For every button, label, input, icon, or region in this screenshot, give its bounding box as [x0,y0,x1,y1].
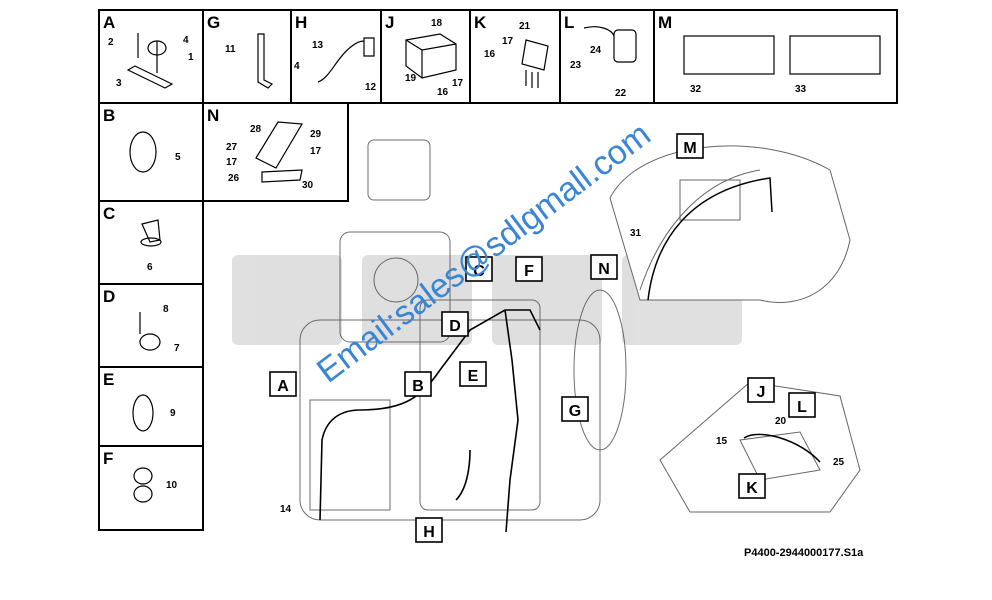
detail-letter-F: F [103,449,113,468]
callout-L: L [797,399,807,416]
callout-F: F [524,263,534,280]
detail-letter-N: N [207,106,219,125]
callout-M: M [683,140,696,157]
callout-boxes: A B C D E F G H M N J L K [269,133,816,543]
detail-number: 28 [250,124,262,135]
callout-F-box [515,256,543,282]
detail-letter-K: K [474,13,487,32]
detail-number: 4 [183,35,189,46]
callout-G-box [561,396,589,422]
detail-letter-L: L [564,13,574,32]
detail-number: 3 [116,78,122,89]
detail-letter-E: E [103,370,114,389]
callout-H-box [415,517,443,543]
detail-number: 26 [228,173,240,184]
detail-number: 6 [147,262,153,273]
callout-E-box [459,361,487,387]
callout-C-box [465,256,493,282]
callout-M-box [676,133,704,159]
bottom-number: 15 [716,436,728,447]
detail-number: 7 [174,343,180,354]
detail-number: 1 [188,52,194,63]
callout-B-box [404,371,432,397]
callout-H: H [423,524,435,541]
callout-B: B [412,378,424,395]
detail-letter-D: D [103,287,115,306]
detail-letter-G: G [207,13,220,32]
bottom-number: 25 [833,457,845,468]
wire-harness [319,309,541,533]
detail-number: 27 [226,142,238,153]
detail-number: 5 [175,152,181,163]
detail-number: 10 [166,480,178,491]
detail-number: 18 [431,18,443,29]
detail-number: 13 [312,40,324,51]
callout-D-box [441,311,469,337]
callout-J-box [747,377,775,403]
detail-letter-C: C [103,204,115,223]
detail-grid [98,9,898,531]
part-number: P4400-2944000177.S1a [744,547,864,559]
detail-number: 4 [294,61,300,72]
detail-box-letters: A G H J K L M B N C D E F [103,13,672,468]
callout-K: K [746,480,758,497]
detail-number: 29 [310,129,322,140]
detail-number: 11 [225,44,236,55]
callout-J: J [757,384,766,401]
detail-number: 33 [795,84,807,95]
detail-number: 23 [570,60,582,71]
detail-letter-H: H [295,13,307,32]
callout-A: A [277,378,289,395]
main-number: 14 [280,504,292,515]
cab-harness [647,177,773,301]
callout-C: C [473,263,485,280]
callout-K-box [738,473,766,499]
detail-part-drawings [126,26,881,503]
bottom-number: 20 [775,416,787,427]
detail-letter-B: B [103,106,115,125]
detail-number: 22 [615,88,627,99]
callout-N-box [590,254,618,280]
detail-number: 2 [108,37,114,48]
detail-number: 17 [452,78,464,89]
detail-letter-J: J [385,13,394,32]
detail-number: 17 [310,146,322,157]
detail-number: 21 [519,21,531,32]
detail-number: 17 [502,36,514,47]
detail-number: 9 [170,408,176,419]
detail-letter-M: M [658,13,672,32]
cab-number: 31 [630,228,642,239]
detail-number: 16 [484,49,496,60]
engine-drawing [299,139,627,521]
callout-D: D [449,318,461,335]
callout-A-box [269,371,297,397]
callout-N: N [598,261,610,278]
callout-L-box [788,392,816,418]
detail-number: 32 [690,84,702,95]
detail-number: 17 [226,157,238,168]
cab-inset [609,145,851,303]
detail-number: 8 [163,304,169,315]
callout-G: G [569,403,581,420]
detail-number: 12 [365,82,377,93]
main-view-numbers: 14 31 20 15 25 [280,228,845,515]
detail-number: 30 [302,180,314,191]
callout-E: E [468,368,479,385]
detail-letter-A: A [103,13,115,32]
detail-number: 16 [437,87,449,98]
bottom-harness [743,433,821,463]
detail-number: 19 [405,73,417,84]
detail-number: 24 [590,45,602,56]
